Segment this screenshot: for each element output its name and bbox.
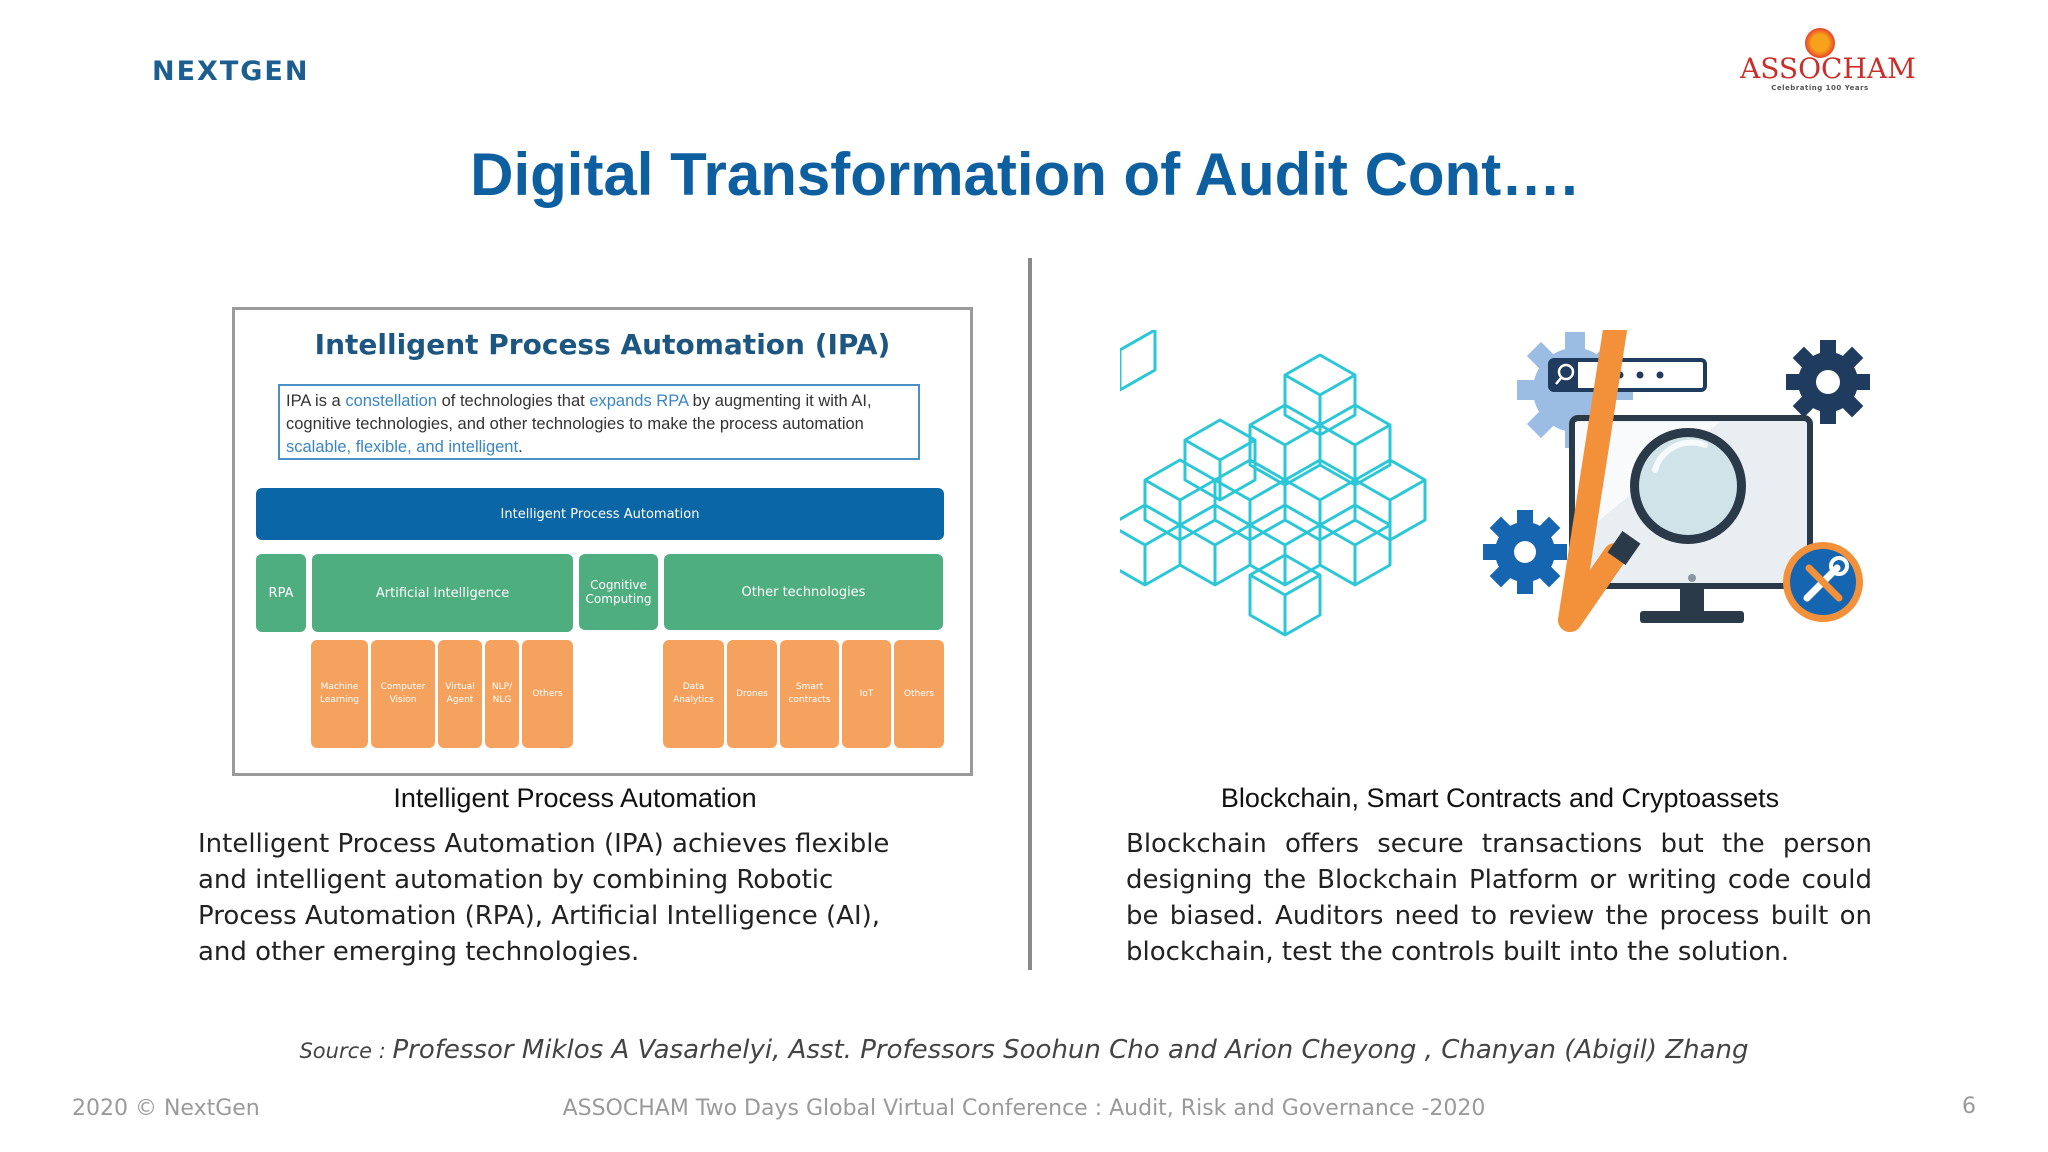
desc-text: by augmenting it with AI, cognitive tech… <box>286 392 872 433</box>
ipa-top-bar: Intelligent Process Automation <box>256 488 944 540</box>
node-virtual-agent: Virtual Agent <box>438 640 482 748</box>
gear-icon <box>1483 510 1567 594</box>
blockchain-body-text: Blockchain offers secure transactions bu… <box>1126 829 1872 967</box>
slide-title: Digital Transformation of Audit Cont…. <box>470 141 1578 208</box>
node-other-technologies: Other technologies <box>664 554 943 630</box>
ipa-caption: Intelligent Process Automation <box>393 783 757 813</box>
node-data-analytics: Data Analytics <box>663 640 724 748</box>
ipa-diagram: Intelligent Process Automation (IPA) IPA… <box>232 307 973 776</box>
magnifier-icon <box>1558 330 1746 632</box>
node-smart-contracts: Smart contracts <box>780 640 839 748</box>
blockchain-cubes-icon <box>1120 330 1427 637</box>
source-label: Source : <box>299 1039 393 1063</box>
footer-copyright: 2020 © NextGen <box>72 1096 260 1121</box>
tools-icon <box>1783 542 1863 622</box>
desc-highlight: scalable, flexible, and intelligent <box>286 438 519 456</box>
source-citation: Source : Professor Miklos A Vasarhelyi, … <box>0 1035 2048 1065</box>
node-other-others: Others <box>894 640 944 748</box>
assocham-logo-text: ASSOCHAM <box>1740 52 1916 85</box>
desc-highlight: expands RPA <box>589 392 689 410</box>
search-bar-icon <box>1548 358 1707 392</box>
column-divider <box>1028 258 1032 970</box>
page-number: 6 <box>1962 1094 1976 1119</box>
node-drones: Drones <box>727 640 777 748</box>
node-iot: IoT <box>842 640 891 748</box>
node-rpa: RPA <box>256 554 306 632</box>
node-ai-others: Others <box>522 640 573 748</box>
ipa-description-box: IPA is a constellation of technologies t… <box>278 384 920 460</box>
node-artificial-intelligence: Artificial Intelligence <box>312 554 573 632</box>
node-computer-vision: Computer Vision <box>371 640 435 748</box>
blockchain-caption: Blockchain, Smart Contracts and Cryptoas… <box>1220 783 1780 813</box>
sun-icon <box>1805 28 1835 58</box>
footer-conference: ASSOCHAM Two Days Global Virtual Confere… <box>562 1096 1486 1121</box>
gear-icon <box>1786 340 1870 424</box>
assocham-logo: ASSOCHAM Celebrating 100 Years <box>1740 28 1916 98</box>
assocham-tagline: Celebrating 100 Years <box>1771 84 1869 92</box>
node-nlp-nlg: NLP/ NLG <box>485 640 519 748</box>
source-text: Professor Miklos A Vasarhelyi, Asst. Pro… <box>392 1035 1749 1065</box>
nextgen-logo: NEXTGEN <box>152 56 310 87</box>
blockchain-illustration <box>1120 330 1870 637</box>
desc-highlight: constellation <box>345 392 438 410</box>
ipa-body-text: Intelligent Process Automation (IPA) ach… <box>198 829 890 967</box>
node-cognitive-computing: Cognitive Computing <box>579 554 658 630</box>
desc-text: of technologies that <box>437 392 590 410</box>
desc-text: IPA is a <box>286 392 346 410</box>
ipa-diagram-title: Intelligent Process Automation (IPA) <box>314 328 891 361</box>
node-machine-learning: Machine Learning <box>311 640 368 748</box>
desc-text: . <box>518 438 523 456</box>
